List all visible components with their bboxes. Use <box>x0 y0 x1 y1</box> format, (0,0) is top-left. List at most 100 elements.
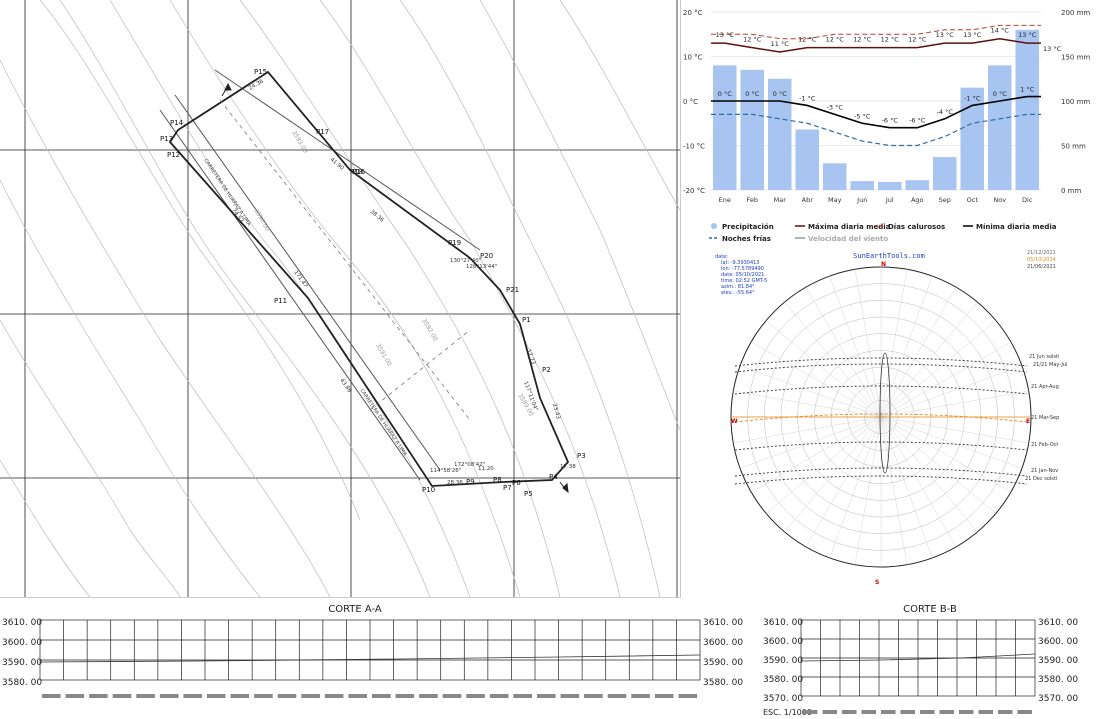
sun-info: time: 02:52 GMT-5 <box>721 278 767 284</box>
section-title: CORTE B-B <box>903 604 957 615</box>
sun-info: elev.: -55.64° <box>721 290 755 296</box>
precip-bar <box>905 180 929 190</box>
y-tick-right: 3580. 00 <box>1038 675 1078 685</box>
cardinal-west: W <box>731 418 738 425</box>
point-label: P18 <box>350 168 363 176</box>
angle-label: 128°13'44" <box>466 264 497 270</box>
y-tick-temp: 10 °C <box>683 54 703 62</box>
sun-path-label: 21 Jun solsti <box>1029 354 1059 360</box>
azimuth-ray <box>765 320 882 418</box>
azimuth-ray <box>880 269 908 418</box>
azimuth-ray <box>739 365 882 418</box>
max-temp-label: 13 °C <box>936 31 955 39</box>
max-temp-label: 12 °C <box>881 36 900 44</box>
y-tick-left: 3600. 00 <box>2 638 42 648</box>
azimuth-ray <box>733 416 882 444</box>
site-plan-map: P1 P2 P3 P4 P5 P6 P7 P8 P9 P10 P11 P12 P… <box>0 0 681 598</box>
min-temp-label: -3 °C <box>827 103 844 111</box>
legend-label: Mínima diaria media <box>976 223 1057 231</box>
sun-path-label: 21 Apr-Aug <box>1031 384 1059 390</box>
azimuth-ray <box>880 416 1029 444</box>
sun-path-arc <box>734 363 1028 373</box>
precip-bar <box>988 65 1012 190</box>
azimuth-ray <box>750 341 882 418</box>
azimuth-ray <box>880 416 997 514</box>
max-temp-label: 13 °C <box>1018 31 1037 39</box>
max-temp-label: 13 °C <box>716 31 735 39</box>
x-tick: Ago <box>911 196 924 204</box>
azimuth-ray <box>880 341 1012 418</box>
terrain-profile <box>39 654 701 663</box>
station-marker <box>560 694 580 698</box>
x-tick: Mar <box>774 196 787 204</box>
road-label: CARRETERA DE HUARAZ A LIMA <box>358 388 408 458</box>
x-tick: Dic <box>1022 196 1033 204</box>
azimuth-ray <box>784 416 882 533</box>
sun-path-label: 21 Mar-Sep <box>1031 415 1059 421</box>
point-label: P2 <box>542 366 551 374</box>
y-tick-temp: 0 °C <box>683 98 698 106</box>
point-label: P5 <box>524 490 533 498</box>
y-tick-precip: 200 mm <box>1061 9 1090 17</box>
station-marker <box>920 710 935 714</box>
min-temp-label: -1 °C <box>799 94 816 102</box>
point-label: P11 <box>274 297 287 305</box>
max-temp-label: 11 °C <box>771 40 790 48</box>
distance-label: 12.73 <box>525 349 536 366</box>
precip-bar <box>768 78 792 190</box>
y-tick-right: 3590. 00 <box>1038 656 1078 666</box>
y-tick-left: 3590. 00 <box>763 656 803 666</box>
y-tick-left: 3610. 00 <box>2 618 42 628</box>
station-marker <box>65 694 85 698</box>
sun-path-arc <box>734 413 1028 423</box>
x-tick: Ene <box>719 196 731 204</box>
site-plan-drawing: P1 P2 P3 P4 P5 P6 P7 P8 P9 P10 P11 P12 P… <box>0 0 680 597</box>
point-label: P17 <box>316 128 329 136</box>
y-tick-right: 3610. 00 <box>1038 618 1078 628</box>
point-label: P19 <box>448 239 461 247</box>
cold-nights-line <box>711 113 1041 147</box>
scale-label: ESC. 1/1000 <box>763 708 812 717</box>
legend-label: Máxima diaria media <box>808 223 891 231</box>
sun-path-label: 21 Feb-Oct <box>1031 442 1058 448</box>
y-tick-left: 3590. 00 <box>2 658 42 668</box>
y-tick-right: 3580. 00 <box>703 678 743 688</box>
station-marker <box>842 710 857 714</box>
legend-swatch <box>711 223 717 229</box>
x-tick: Abr <box>802 196 814 204</box>
min-temp-label: 0 °C <box>718 90 732 98</box>
x-tick: Sep <box>939 196 951 204</box>
min-temp-line <box>711 95 1041 129</box>
point-label: P10 <box>422 486 435 494</box>
precip-bar <box>823 163 847 190</box>
y-tick-precip: 100 mm <box>1061 98 1090 106</box>
precip-bar <box>850 181 874 190</box>
azimuth-ray <box>854 269 882 418</box>
station-marker <box>803 710 818 714</box>
cardinal-north: N <box>881 261 886 268</box>
sun-info: azim.: 81.84° <box>721 284 755 290</box>
sun-info: date: 05/10/2021 <box>721 272 764 278</box>
station-marker <box>959 710 974 714</box>
y-tick-temp: -20 °C <box>683 187 705 195</box>
contour-label: 3592.00 <box>420 318 439 343</box>
sun-info: date: <box>715 254 728 260</box>
sun-path-label: 21/21 May-Jul <box>1033 362 1067 368</box>
section-b-b-profile: CORTE B-B 3610. 00 3600. 00 3590. 00 358… <box>763 604 1078 717</box>
station-marker <box>207 694 226 698</box>
station-marker <box>136 694 155 698</box>
sun-legend: 21/12/2021 <box>1027 250 1056 256</box>
station-marker <box>513 694 532 698</box>
azimuth-ray <box>880 365 1023 418</box>
azimuth-ray <box>880 301 978 418</box>
y-tick-temp: 20 °C <box>683 9 703 17</box>
sun-path-arc <box>734 475 1028 485</box>
point-label: P20 <box>480 252 493 260</box>
angle-label: 114°58'26" <box>430 468 461 474</box>
min-temp-label: -1 °C <box>964 94 981 102</box>
station-marker <box>654 694 674 698</box>
station-marker <box>900 710 915 714</box>
max-temp-label: 12 °C <box>798 36 817 44</box>
station-marker <box>230 694 250 698</box>
azimuth-ray <box>805 286 882 418</box>
